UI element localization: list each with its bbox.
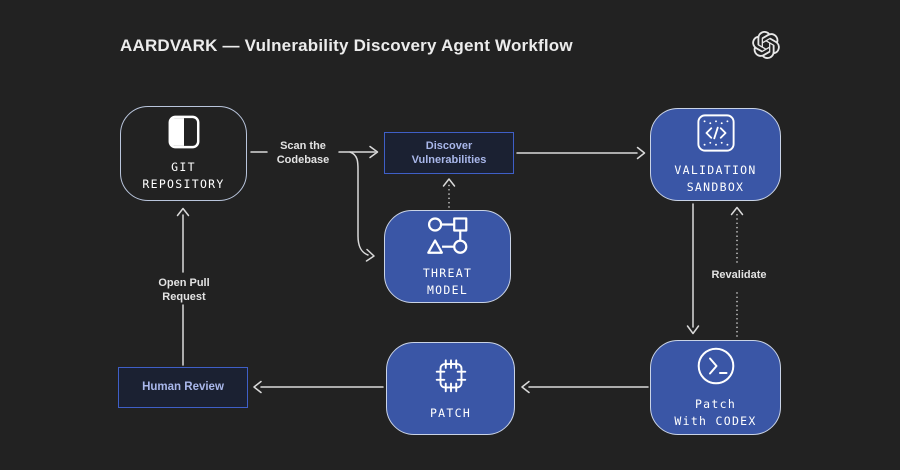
openai-logo [752, 31, 780, 59]
repository-icon [168, 115, 199, 149]
patch-chip-icon [435, 358, 466, 392]
node-human-review: Human Review [118, 367, 248, 408]
code-sandbox-icon [696, 114, 735, 152]
edge-label-open-pull-request: Open Pull Request [158, 277, 210, 303]
edge-label-scan-the-codebase: Scan the Codebase [276, 140, 330, 166]
page-title: AARDVARK — Vulnerability Discovery Agent… [120, 36, 573, 55]
node-patch: PATCH [386, 342, 515, 435]
edge-label-revalidate: Revalidate [711, 269, 767, 281]
node-label: PATCH [429, 405, 472, 420]
terminal-icon [697, 348, 734, 385]
threat-model-icon [426, 217, 467, 254]
box-label: Human Review [142, 381, 224, 394]
